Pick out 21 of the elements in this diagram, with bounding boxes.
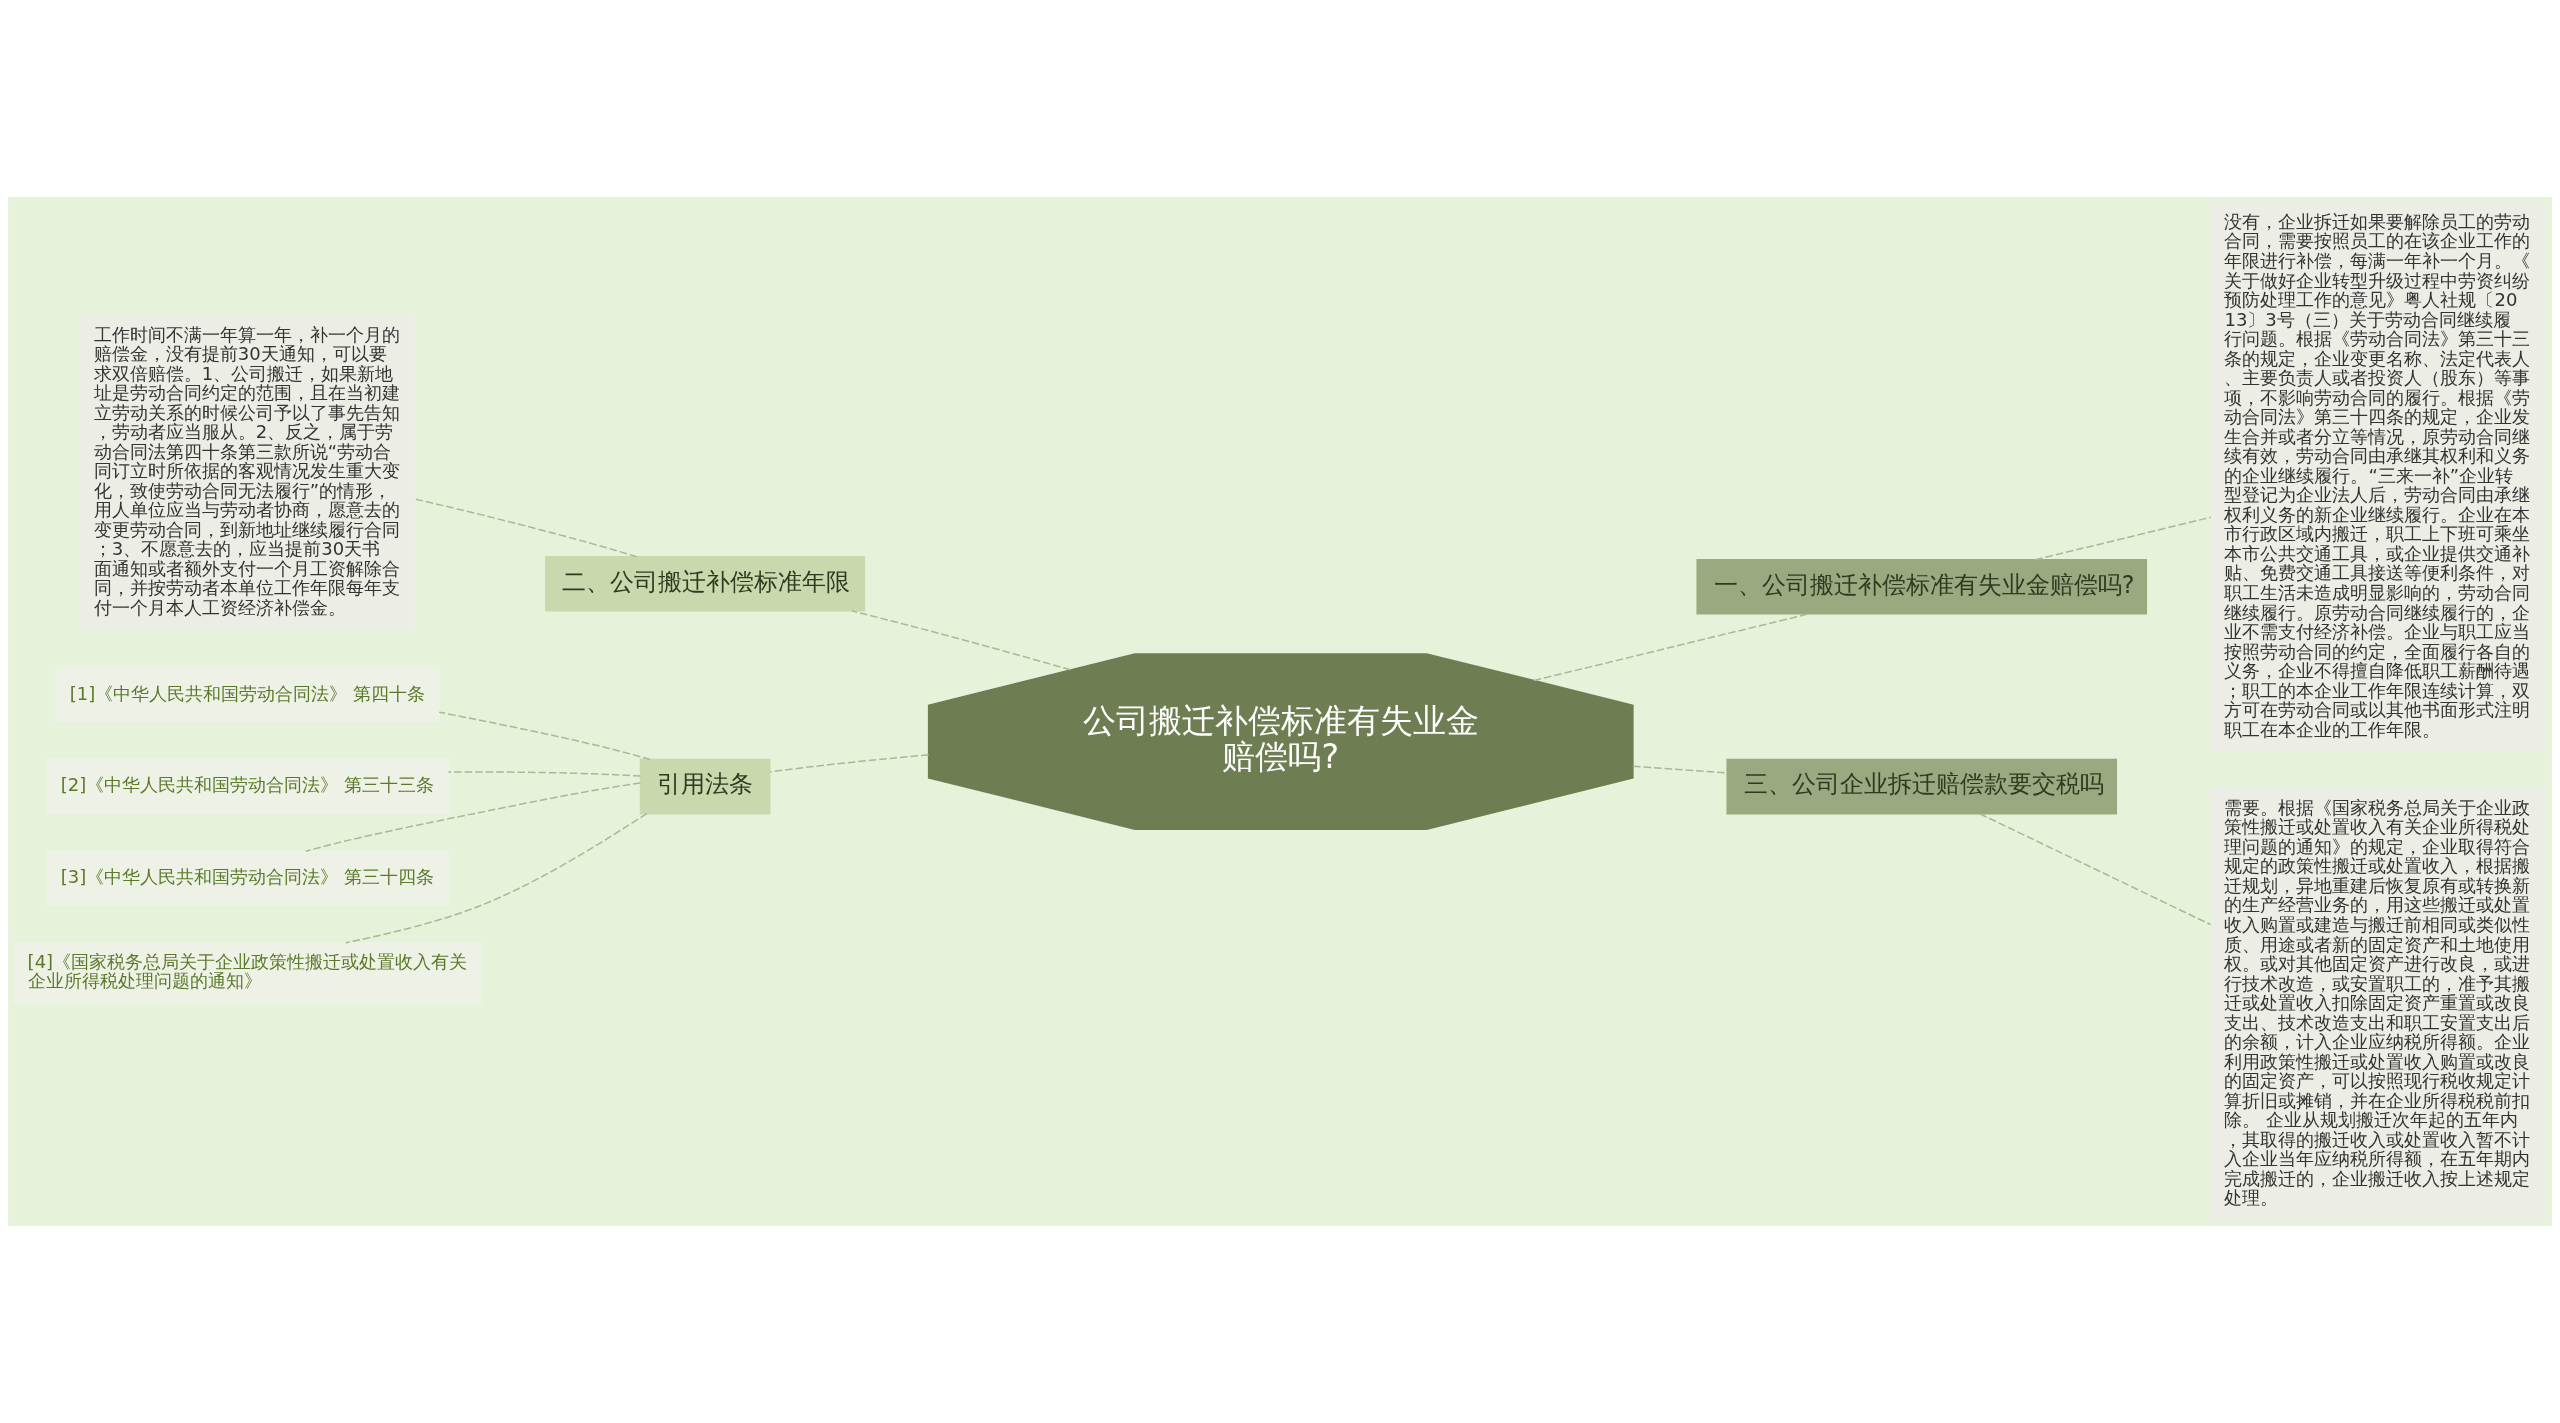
node-box: [3]《中华人民共和国劳动合同法》 第三十四条 — [46, 850, 449, 907]
connector — [2034, 516, 2212, 561]
connector — [1979, 813, 2212, 926]
node-box: 三、公司企业拆迁赔偿款要交税吗 — [1726, 758, 2117, 815]
node-box: 需要。根据《国家税务总局关于企业政策性搬迁或处置收入有关企业所得税处理问题的通知》的规定，企业取得符合规定的政策性搬迁或处置收入，根据搬迁规划，异地重建后恢复原有或转换新的生产经营业务的，用这些搬迁或处置收入购置或建造与搬迁前相同或类似性质、用途或者新的固定资产和土地使用权。或对其他固定资产进行改良，或进行技术改造，或安置职工的，准予其搬迁或处置收入扣除固定资产重置或改良支出、技术改造支出和职工安置支出后的余额，计入企业应纳税所得额。企业利用政策性搬迁或处置收入购置或改良的固定资产，可以按照现行税收规定计算折旧或摊销，并在企业所得税税前扣除。 企业从规划搬迁次年起的五年内，其取得的搬迁收入或处置收入暂不计入企业当年应纳税所得额，在五年期内完成搬迁的，企业搬迁收入按上述规定处理。 — [2210, 788, 2547, 1221]
node-box: 工作时间不满一年算一年，补一个月的赔偿金，没有提前30天通知，可以要求双倍赔偿。1、公司搬迁，如果新地址是劳动合同约定的范围，且在当初建立劳动关系的时候公司予以了事先告知，劳动者应当服从。2、反之，属于劳动合同法第四十条第三款所说“劳动合同订立时所依据的客观情况发生重大变化，致使劳动合同无法履行”的情形，用人单位应当与劳动者协商，愿意去的变更劳动合同，到新地址继续履行合同；3、不愿意去的，应当提前30天书面通知或者额外支付一个月工资解除合同，并按劳动者本单位工作年限每年支付一个月本人工资经济补偿金。 — [79, 314, 416, 631]
connector — [447, 771, 642, 777]
connector — [851, 610, 1072, 671]
connector — [1533, 613, 1810, 682]
connector — [769, 754, 930, 773]
node-box: [2]《中华人民共和国劳动合同法》 第三十三条 — [46, 758, 449, 815]
connector — [344, 812, 648, 944]
node-box: 二、公司搬迁补偿标准年限 — [545, 556, 866, 612]
node-box: [4]《国家税务总局关于企业政策性搬迁或处置收入有关企业所得税处理问题的通知》 — [13, 942, 483, 1004]
node-box: 引用法条 — [639, 758, 771, 815]
node-box: [1]《中华人民共和国劳动合同法》 第四十条 — [55, 667, 440, 723]
connector — [415, 498, 638, 558]
connector — [305, 782, 642, 852]
connector — [438, 711, 651, 761]
node-box: 一、公司搬迁补偿标准有失业金赔偿吗? — [1696, 559, 2148, 615]
node-box: 没有，企业拆迁如果要解除员工的劳动合同，需要按照员工的在该企业工作的年限进行补偿，每满一年补一个月。《关于做好企业转型升级过程中劳资纠纷预防处理工作的意见》粤人社规〔2013〕3号（三）关于劳动合同继续履行问题。根据《劳动合同法》第三十三条的规定，企业变更名称、法定代表人、主要负责人或者投资人（股东）等事项，不影响劳动合同的履行。根据《劳动合同法》第三十四条的规定，企业发生合并或者分立等情况，原劳动合同继续有效，劳动合同由承继其权利和义务的企业继续履行。“三来一补”企业转型登记为企业法人后，劳动合同由承继权利义务的新企业继续履行。企业在本市行政区域内搬迁，职工上下班可乘坐本市公共交通工具，或企业提供交通补贴、免费交通工具接送等便利条件，对职工生活未造成明显影响的，劳动合同继续履行。原劳动合同继续履行的，企业不需支付经济补偿。企业与职工应当按照劳动合同的约定，全面履行各自的义务，企业不得擅自降低职工薪酬待遇；职工的本企业工作年限连续计算，双方可在劳动合同或以其他书面形式注明职工在本企业的工作年限。 — [2210, 202, 2547, 753]
